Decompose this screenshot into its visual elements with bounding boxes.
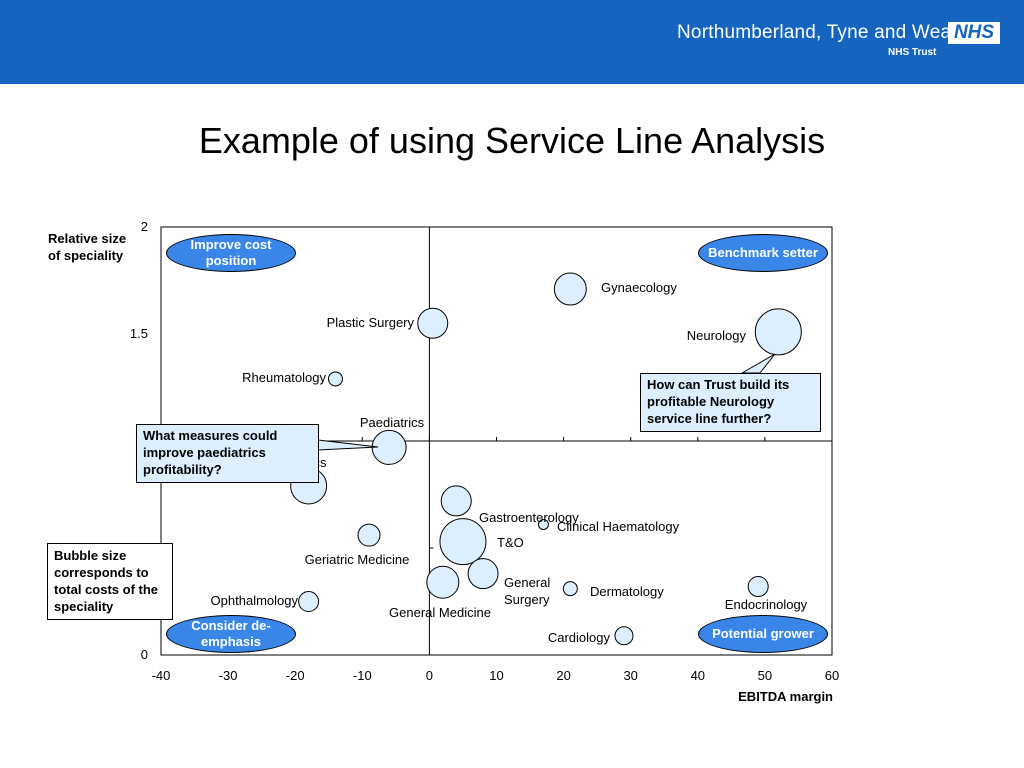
bubble-t-o <box>439 518 487 566</box>
bubble-clinical-haematology <box>537 518 549 530</box>
bubble-label: Gastroenterology <box>479 510 579 525</box>
bubble-plastic-surgery <box>417 307 449 339</box>
bubble-label: T&O <box>497 535 524 550</box>
x-tick-label: 60 <box>825 668 839 683</box>
x-tick-label: -30 <box>219 668 238 683</box>
quadrant-bottom-left: Consider de-emphasis <box>166 615 296 653</box>
bubble-label: Cardiology <box>548 630 611 645</box>
bubble-label: Ophthalmology <box>211 593 299 608</box>
paediatrics-callout: What measures could improve paediatrics … <box>136 424 319 483</box>
y-axis-label: Relative size of speciality <box>48 231 127 263</box>
x-axis-label: EBITDA margin <box>738 689 833 704</box>
bubble-label: Geriatric Medicine <box>305 552 410 567</box>
x-tick-label: -10 <box>353 668 372 683</box>
quadrant-bottom-right: Potential grower <box>698 615 828 653</box>
neurology-callout: How can Trust build its profitable Neuro… <box>640 373 821 432</box>
bubble-label: Paediatrics <box>360 415 425 430</box>
bubble-neurology <box>754 308 802 356</box>
bubble-general-surgery <box>467 558 499 590</box>
trust-label: NHS Trust <box>888 47 937 58</box>
y-tick-label: 0 <box>141 647 148 662</box>
page-title: Example of using Service Line Analysis <box>198 120 826 161</box>
bubble-label-line: Surgery <box>504 592 550 607</box>
org-name: Northumberland, Tyne and Wear <box>677 22 958 43</box>
bubbles <box>290 272 802 646</box>
x-tick-label: 20 <box>556 668 570 683</box>
bubble-label: Gynaecology <box>601 280 677 295</box>
bubble-label: Neurology <box>687 328 747 343</box>
neurology-callout-pointer <box>740 353 776 374</box>
bubble-label: Clinical Haematology <box>557 519 680 534</box>
x-tick-label: 50 <box>758 668 772 683</box>
x-tick-label: 0 <box>426 668 433 683</box>
bubble-dermatology <box>562 581 578 597</box>
y-tick-label: 1.5 <box>130 326 148 341</box>
nhs-logo: NHS <box>948 22 1000 44</box>
bubble-rheumatology <box>327 371 343 387</box>
bubble-cardiology <box>614 626 634 646</box>
y-tick-label: 2 <box>141 219 148 234</box>
quadrant-top-right: Benchmark setter <box>698 234 828 272</box>
x-tick-label: -40 <box>152 668 171 683</box>
bubble-gynaecology <box>553 272 587 306</box>
bubble-gastroenterology <box>440 485 472 517</box>
header-banner: Northumberland, Tyne and Wear NHS Trust … <box>0 0 1024 84</box>
bubble-label: Rheumatology <box>242 370 326 385</box>
bubble-label-line: General <box>504 575 550 590</box>
bubble-general-medicine <box>426 565 460 599</box>
x-tick-label: -20 <box>286 668 305 683</box>
x-tick-label: 30 <box>623 668 637 683</box>
bubble-geriatric-medicine <box>357 523 381 547</box>
bubble-label: Plastic Surgery <box>327 315 415 330</box>
bubble-size-note: Bubble size corresponds to total costs o… <box>47 543 173 620</box>
bubble-ophthalmology <box>298 591 320 612</box>
x-tick-label: 40 <box>691 668 705 683</box>
quadrant-top-left: Improve cost position <box>166 234 296 272</box>
bubble-label: General Medicine <box>389 605 491 620</box>
bubble-label: Dermatology <box>590 584 664 599</box>
x-tick-label: 10 <box>489 668 503 683</box>
bubble-label: Endocrinology <box>725 597 808 612</box>
bubble-endocrinology <box>747 576 769 598</box>
